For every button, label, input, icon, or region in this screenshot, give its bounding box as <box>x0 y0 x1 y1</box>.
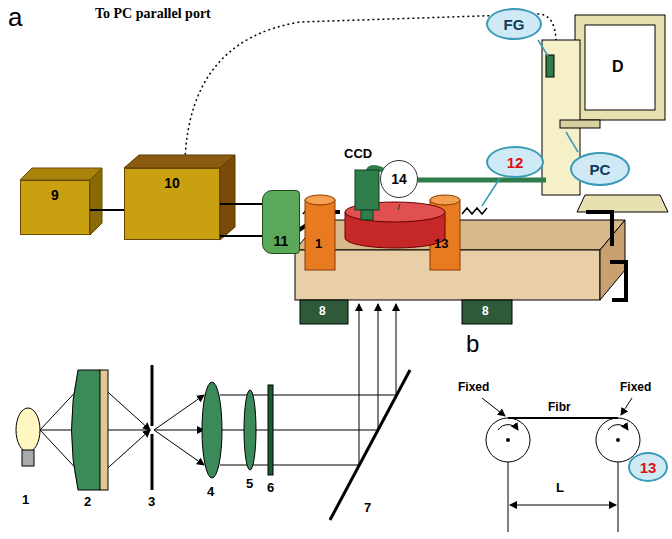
panel-letter: a <box>8 2 22 33</box>
callout-number: 3 <box>148 494 155 509</box>
node-text: 12 <box>507 154 524 171</box>
motor-block: 11 <box>262 190 300 254</box>
node-text: 11 <box>274 233 289 249</box>
panel-letter: b <box>466 330 479 358</box>
callout-ellipse: FG <box>486 8 542 40</box>
node-text: 9 <box>51 187 59 203</box>
text-label: CCD <box>344 146 372 161</box>
cable-line <box>220 203 262 205</box>
node-text: 13 <box>640 459 657 476</box>
callout-number: 4 <box>207 484 214 499</box>
text-label: Fixed <box>458 380 489 394</box>
callout-number: 8 <box>482 304 489 318</box>
callout-circle: 14 <box>380 160 418 198</box>
text-label: To PC parallel port <box>95 6 211 22</box>
callout-number: 2 <box>84 494 91 509</box>
callout-number: 13 <box>434 236 448 251</box>
node-text: 14 <box>391 171 407 187</box>
callout-number: 1 <box>315 236 322 251</box>
callout-number: 1 <box>22 492 29 507</box>
text-label: Fixed <box>620 380 651 394</box>
cable-line <box>90 209 124 211</box>
text-label: Fibr <box>548 400 571 414</box>
cable-line <box>220 235 262 237</box>
callout-number: 7 <box>364 500 371 515</box>
node-text: PC <box>590 161 611 178</box>
control-box: 9 <box>20 180 90 235</box>
callout-number: 8 <box>319 304 326 318</box>
node-text: FG <box>504 16 525 33</box>
driver-box: 10 <box>124 168 220 240</box>
callout-number: 6 <box>267 480 274 495</box>
node-text: 10 <box>164 175 180 191</box>
callout-ellipse: 12 <box>486 146 544 178</box>
callout-number: 5 <box>246 476 253 491</box>
callout-ellipse: 13 <box>628 452 668 482</box>
text-label: L <box>556 480 564 495</box>
callout-ellipse: PC <box>570 152 630 186</box>
text-label: D <box>612 58 624 76</box>
